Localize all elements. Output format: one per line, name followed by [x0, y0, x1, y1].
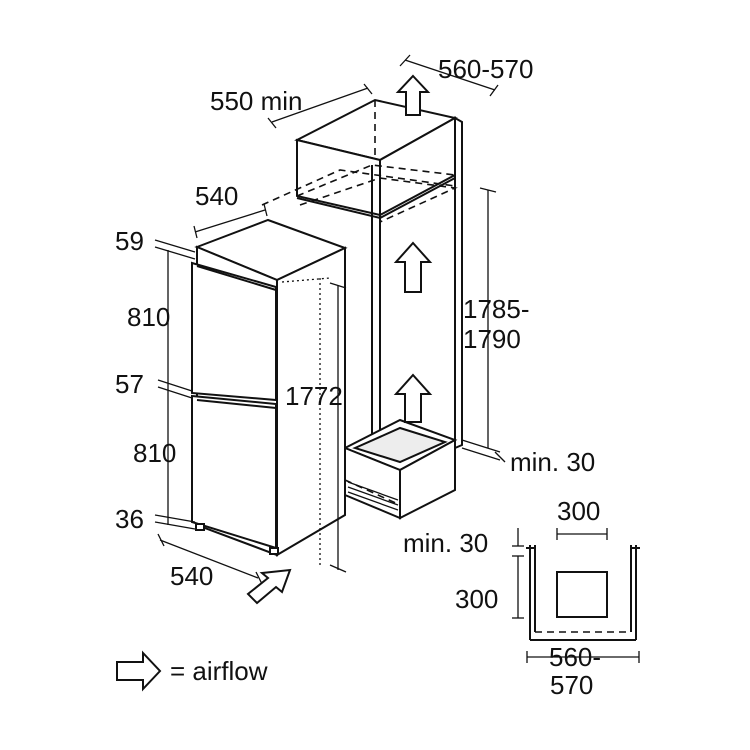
- airflow-arrow-upper-icon: [393, 241, 433, 293]
- airflow-arrow-lower-icon: [393, 373, 433, 423]
- legend-airflow-text: = airflow: [170, 656, 268, 686]
- label-middle-gap: 57: [115, 369, 144, 399]
- airflow-legend-icon: [116, 650, 162, 692]
- dimension-labels: 560-570 550 min 540 59 810 57 810 36 540…: [115, 54, 601, 700]
- label-niche-depth: 550 min: [210, 86, 303, 116]
- label-min-gap-side: min. 30: [510, 447, 595, 477]
- label-lower-door: 810: [133, 438, 176, 468]
- label-vent-height: 300: [455, 584, 498, 614]
- dimension-lines: [154, 54, 506, 585]
- vent-opening: [556, 571, 608, 618]
- label-bottom-gap: 36: [115, 504, 144, 534]
- vent-detail: [512, 528, 640, 663]
- refrigerator: [191, 218, 348, 565]
- label-upper-door: 810: [127, 302, 170, 332]
- upper-door: [191, 261, 277, 402]
- label-niche-height-2: 1790: [463, 324, 521, 354]
- label-plinth-width-1: 560-: [549, 642, 601, 672]
- label-appliance-width: 540: [195, 181, 238, 211]
- niche-cabinet: [261, 98, 463, 455]
- plinth-grille: [347, 481, 399, 511]
- label-vent-min-gap: min. 30: [403, 528, 488, 558]
- airflow-arrow-inlet-icon: [246, 568, 292, 605]
- label-niche-width-top: 560-570: [438, 54, 533, 84]
- airflow-arrows: [116, 74, 433, 692]
- label-appliance-height: 1772: [285, 381, 343, 411]
- plinth-box: [342, 418, 458, 520]
- label-niche-height-1: 1785-: [463, 294, 530, 324]
- label-vent-width: 300: [557, 496, 600, 526]
- label-top-gap: 59: [115, 226, 144, 256]
- label-plinth-width-2: 570: [550, 670, 593, 700]
- label-appliance-depth: 540: [170, 561, 213, 591]
- airflow-arrow-top-icon: [395, 74, 431, 116]
